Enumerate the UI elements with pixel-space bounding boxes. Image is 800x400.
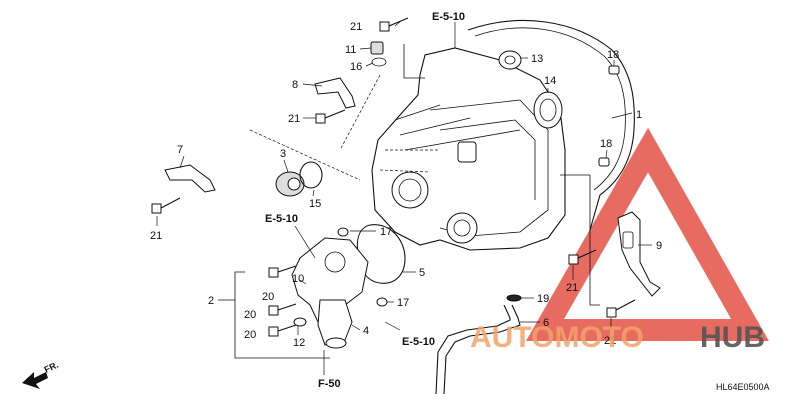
watermark-triangle: [526, 127, 769, 341]
callout-19: 19: [537, 293, 549, 305]
ref-e-5-10-left: E-5-10: [265, 213, 298, 225]
bolt-21-left: [151, 197, 181, 214]
callout-5: 5: [419, 267, 425, 279]
bracket-7: [164, 164, 216, 193]
bolt-21-right: [568, 249, 597, 265]
watermark-text: AUTOMOTO HUB: [470, 321, 765, 354]
o-ring-15: [299, 161, 323, 189]
callout-10: 10: [292, 273, 304, 285]
callout-21-top: 21: [350, 21, 362, 33]
callout-1: 1: [636, 109, 642, 121]
direction-arrow-icon: [22, 372, 48, 389]
dowel-pin-top: [608, 65, 620, 75]
callout-7: 7: [177, 144, 183, 156]
ref-e-5-10-top: E-5-10: [432, 11, 465, 23]
callout-4: 4: [363, 325, 369, 337]
bolt-20-mid: [268, 303, 297, 316]
callout-21-left: 21: [150, 230, 162, 242]
callout-21-mid: 21: [288, 113, 300, 125]
callout-8: 8: [292, 79, 298, 91]
callout-17-top: 17: [380, 226, 392, 238]
callout-14: 14: [544, 75, 556, 87]
side-cover: [371, 47, 566, 251]
oil-seal-3: [275, 171, 305, 197]
hose-6: [443, 304, 521, 395]
callout-3: 3: [280, 148, 286, 160]
callout-21-right: 21: [566, 282, 578, 294]
bolt-20-bottom: [268, 324, 297, 337]
o-ring-16: [371, 57, 387, 67]
callout-13: 13: [531, 53, 543, 65]
gasket-outline-inner: [474, 27, 626, 191]
callout-16: 16: [350, 61, 362, 73]
gasket-outline: [467, 19, 635, 231]
callout-2: 2: [208, 295, 214, 307]
callout-12: 12: [293, 337, 305, 349]
reference-labels: E-5-10 E-5-10 E-5-10 F-50: [265, 11, 465, 390]
bolt-21-bottom: [606, 299, 636, 318]
dowel-17-top: [337, 227, 349, 237]
diagram-code: HL64E0500A: [716, 382, 770, 392]
bolt-20-top: [268, 265, 297, 278]
bolt-21-top: [379, 17, 409, 32]
washer-12: [293, 317, 307, 327]
water-pump-cover: [291, 237, 369, 349]
callout-18-middle: 18: [600, 138, 612, 150]
callout-6: 6: [543, 317, 549, 329]
callout-20-mid: 20: [244, 309, 256, 321]
leader-lines: [156, 20, 652, 375]
front-direction-indicator: FR.: [22, 360, 60, 389]
callout-9: 9: [656, 240, 662, 252]
callout-18-top: 18: [607, 49, 619, 61]
dowel-pin-middle: [598, 157, 610, 167]
bracket-9: [617, 211, 661, 297]
direction-label: FR.: [43, 360, 60, 375]
bolt-21-mid: [315, 109, 346, 124]
callout-17-bottom: 17: [397, 297, 409, 309]
plug-11: [370, 41, 384, 55]
ref-f-50: F-50: [318, 378, 341, 390]
oil-seal-13: [498, 50, 522, 70]
callout-labels: 1 2 3 4 5 6 7 8 9 10 11 12 13 14 15 16 1…: [150, 21, 662, 349]
callout-21-bottom: 21: [604, 335, 616, 347]
callout-20-top: 20: [262, 291, 274, 303]
gasket-5: [356, 224, 406, 284]
callout-15: 15: [309, 198, 321, 210]
group-brackets: [218, 44, 600, 359]
callout-20-bottom: 20: [244, 329, 256, 341]
watermark-part2: HUB: [700, 321, 765, 354]
bracket-8: [314, 77, 356, 109]
clip-19: [506, 294, 522, 302]
dowel-17-bottom: [376, 297, 388, 307]
ref-e-5-10-bottom: E-5-10: [402, 336, 435, 348]
callout-11: 11: [345, 44, 356, 56]
oil-seal-14: [533, 91, 563, 129]
watermark-part1: AUTOMOTO: [470, 321, 644, 354]
